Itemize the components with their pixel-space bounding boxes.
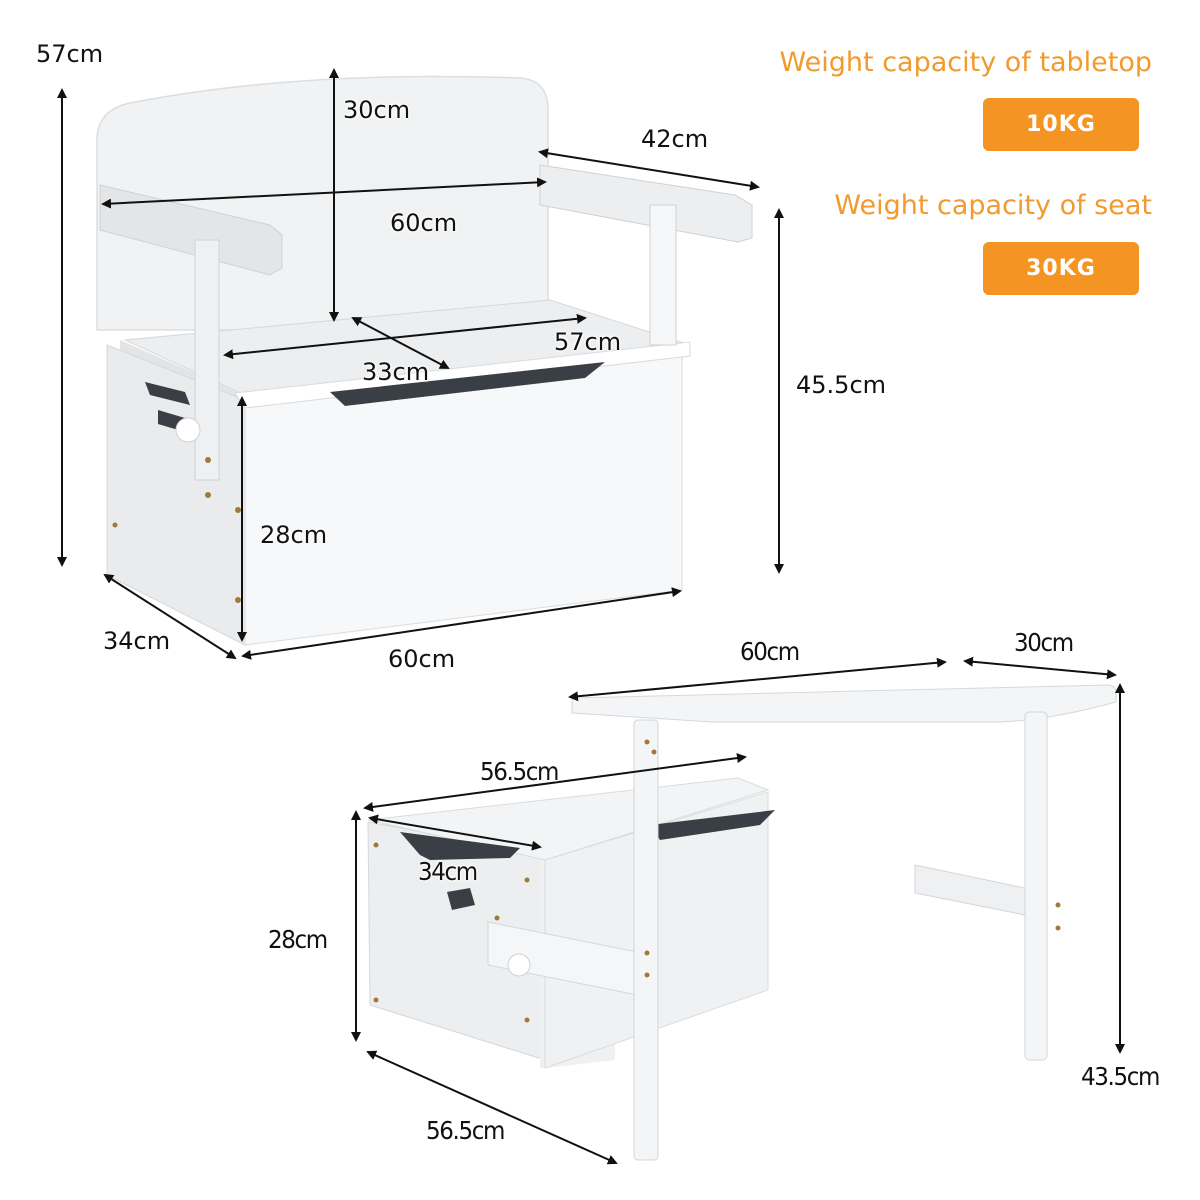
label-overall-height: 57cm [36, 40, 104, 68]
label-table-height: 43.5cm [1081, 1062, 1160, 1091]
label-desk-box-height: 28cm [268, 925, 328, 954]
label-arm-height: 45.5cm [796, 371, 887, 399]
bench-illustration [96, 75, 753, 646]
tabletop [571, 684, 1117, 723]
tabletop-capacity-title: Weight capacity of tabletop [779, 47, 1152, 78]
seat-capacity-badge: 30KG [983, 242, 1139, 295]
label-arm-span: 60cm [390, 209, 458, 237]
desk-dimension-lines [351, 656, 1125, 1165]
bench-dimension-lines [57, 68, 784, 660]
seat-capacity-title: Weight capacity of seat [834, 190, 1152, 221]
left-arm-post [194, 239, 220, 481]
desk-leg-front [633, 719, 659, 1161]
desk-leg-back [1024, 711, 1048, 1061]
label-armrest-depth: 42cm [641, 125, 709, 153]
label-box-length-top: 56.5cm [480, 757, 559, 786]
label-seat-depth: 33cm [362, 358, 430, 386]
label-table-depth: 30cm [1014, 628, 1074, 657]
label-seat-width: 57cm [554, 328, 622, 356]
label-table-width: 60cm [740, 637, 800, 666]
label-box-width: 60cm [388, 645, 456, 673]
label-box-inner-depth: 34cm [418, 857, 478, 886]
label-backrest-height: 30cm [343, 96, 411, 124]
label-box-depth: 34cm [103, 627, 171, 655]
label-box-height: 28cm [260, 521, 328, 549]
label-box-length-bottom: 56.5cm [426, 1116, 505, 1145]
right-arm-post [649, 204, 677, 346]
tabletop-capacity-badge: 10KG [983, 98, 1139, 151]
right-armrest [539, 164, 753, 243]
